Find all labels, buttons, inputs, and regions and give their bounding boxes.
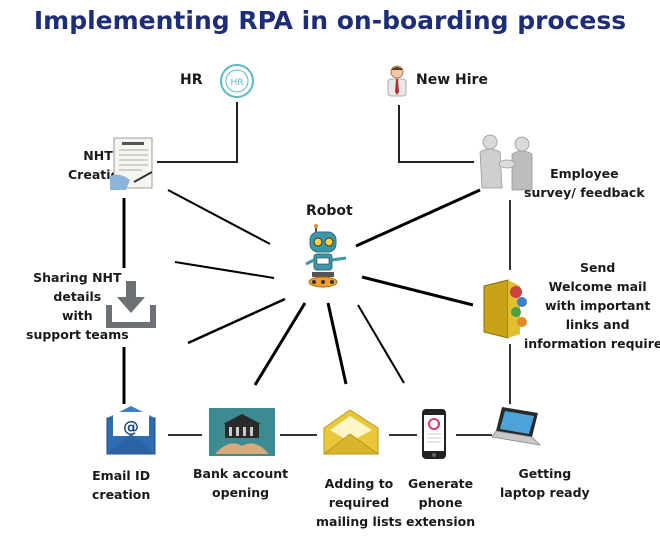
spoke-mailing xyxy=(326,302,348,385)
new-hire-person-icon xyxy=(384,64,410,102)
robot-icon xyxy=(300,224,350,298)
bank-icon xyxy=(209,408,275,460)
handshake-icon xyxy=(476,132,538,196)
phone-extension-label: Generate phone extension xyxy=(406,476,476,529)
robot-label: Robot xyxy=(306,203,353,219)
email-id-label: Email ID creation xyxy=(92,468,151,502)
employee-survey-label: Employee survey/ feedback xyxy=(524,166,645,200)
svg-text:@: @ xyxy=(123,417,139,436)
spoke-nht xyxy=(167,189,271,245)
laptop-label: Getting laptop ready xyxy=(500,466,590,500)
laptop-icon xyxy=(490,405,542,453)
hr-badge-text: HR xyxy=(230,78,243,88)
sharing-nht-label: Sharing NHT details with support teams xyxy=(26,270,129,342)
open-envelope-icon xyxy=(320,406,382,462)
page-title: Implementing RPA in on-boarding process xyxy=(33,6,627,35)
folder-icon xyxy=(480,276,528,346)
spoke-sharing-top xyxy=(174,261,275,279)
mailing-lists-label: Adding to required mailing lists xyxy=(316,476,402,529)
email-icon: @ xyxy=(103,404,159,464)
welcome-mail-label: Send Welcome mail with important links a… xyxy=(524,260,660,351)
bank-account-label: Bank account opening xyxy=(193,466,289,500)
spoke-sharing-bottom xyxy=(187,297,286,345)
spoke-phone xyxy=(357,304,405,384)
new-hire-label: New Hire xyxy=(416,72,488,88)
hr-connector xyxy=(157,102,238,163)
new-hire-connector xyxy=(398,105,474,163)
download-tray-icon xyxy=(105,279,157,333)
spoke-welcome xyxy=(361,275,474,307)
smartphone-icon xyxy=(420,408,448,464)
spoke-bank xyxy=(253,302,307,386)
document-icon xyxy=(108,136,156,196)
spoke-survey xyxy=(355,188,481,248)
hr-badge-icon: HR xyxy=(219,63,255,103)
hr-label: HR xyxy=(180,72,203,88)
